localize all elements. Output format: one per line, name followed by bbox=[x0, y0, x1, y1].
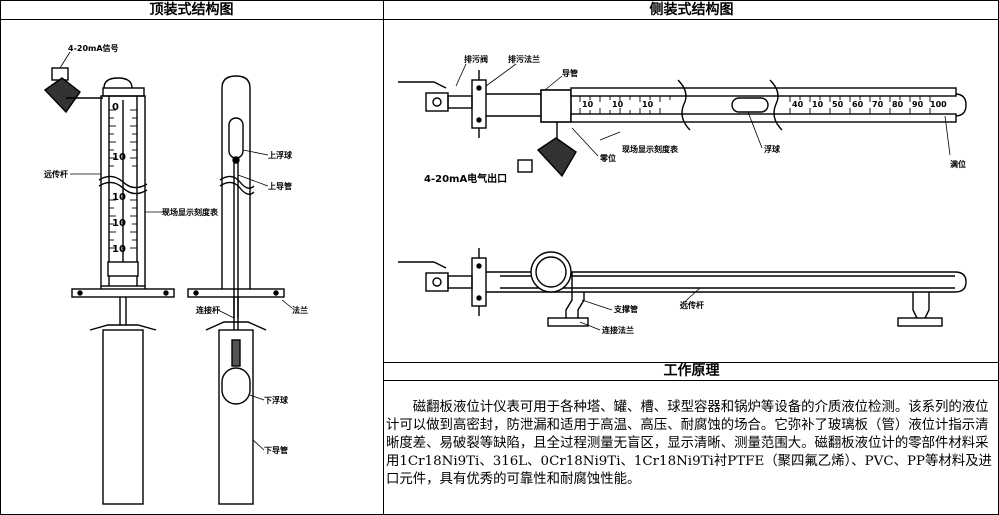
label-guide: 导管 bbox=[562, 69, 578, 78]
label-side-scale: 现场显示刻度表 bbox=[622, 145, 678, 154]
flange-left bbox=[71, 288, 175, 298]
scale-num: 10 bbox=[112, 218, 126, 229]
label-conn-flange: 连接法兰 bbox=[602, 326, 634, 335]
scale-num: 70 bbox=[872, 100, 884, 109]
drain-valve-body bbox=[425, 92, 449, 112]
label-float: 浮球 bbox=[764, 145, 780, 154]
label-signal: 4-20mA信号 bbox=[68, 44, 119, 53]
label-side-transmitter: 远传杆 bbox=[680, 301, 704, 310]
scale-num: 0 bbox=[112, 102, 119, 113]
principle-text: 磁翻板液位计仪表可用于各种塔、罐、槽、球型容器和锅炉等设备的介质液位检测。该系列… bbox=[386, 400, 992, 487]
header-divider-left bbox=[0, 19, 383, 20]
label-full: 满位 bbox=[950, 160, 966, 169]
label-flange: 法兰 bbox=[292, 306, 308, 315]
top-cap bbox=[103, 77, 133, 89]
scale-num: 10 bbox=[642, 100, 654, 109]
label-connector: 连接杆 bbox=[196, 306, 220, 315]
scale-num: 10 bbox=[112, 192, 126, 203]
side-float bbox=[731, 97, 769, 113]
scale-num: 80 bbox=[892, 100, 904, 109]
lower-tube-left bbox=[102, 329, 144, 505]
scale-num: 10 bbox=[112, 244, 126, 255]
scale-num: 40 bbox=[792, 100, 804, 109]
label-upper-float: 上浮球 bbox=[268, 151, 292, 160]
label-drain-valve: 排污阀 bbox=[464, 55, 488, 64]
label-lower-guide: 下导管 bbox=[264, 446, 288, 455]
label-zero: 零位 bbox=[600, 154, 616, 163]
scale-num: 90 bbox=[912, 100, 924, 109]
principle-top-border bbox=[383, 362, 999, 363]
scale-num: 100 bbox=[930, 100, 947, 109]
scale-num: 10 bbox=[612, 100, 624, 109]
scale-num: 50 bbox=[832, 100, 844, 109]
principle-header-border bbox=[383, 380, 999, 381]
top-mount-title: 顶装式结构图 bbox=[149, 2, 234, 18]
label-upper-guide: 上导管 bbox=[268, 182, 292, 191]
label-support: 支撑管 bbox=[614, 305, 638, 314]
column-divider bbox=[383, 0, 384, 515]
label-lower-float: 下浮球 bbox=[264, 396, 288, 405]
label-output: 4-20mA电气出口 bbox=[424, 174, 508, 185]
side-junction-icon bbox=[536, 137, 577, 178]
label-drain-flange: 排污法兰 bbox=[508, 55, 540, 64]
header-divider-right bbox=[383, 19, 999, 20]
scale-num: 10 bbox=[582, 100, 594, 109]
scale-num: 10 bbox=[812, 100, 824, 109]
scale-num: 60 bbox=[852, 100, 864, 109]
label-scale: 现场显示刻度表 bbox=[162, 208, 218, 217]
scale-num: 10 bbox=[112, 152, 126, 163]
side-mount-title: 侧装式结构图 bbox=[649, 2, 734, 18]
junction-box-icon bbox=[43, 77, 81, 114]
principle-title: 工作原理 bbox=[663, 363, 720, 379]
label-transmitter: 远传杆 bbox=[44, 170, 68, 179]
